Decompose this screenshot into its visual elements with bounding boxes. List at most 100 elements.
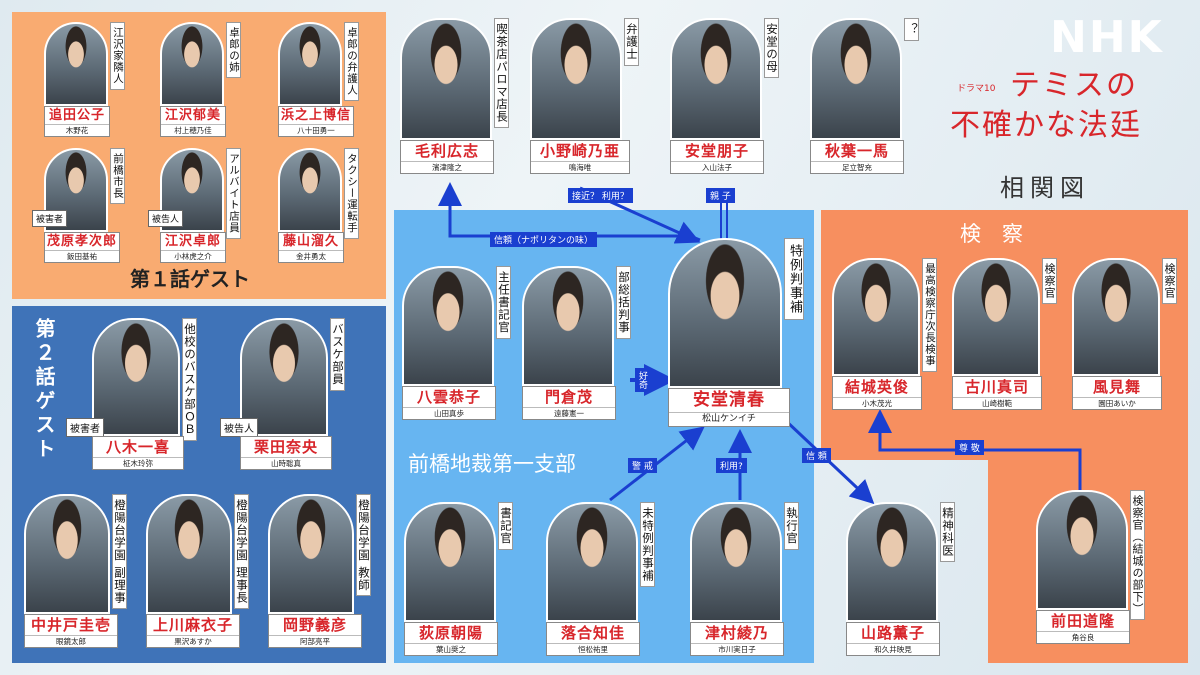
guest1-title: 第１話ゲスト: [130, 267, 250, 291]
actor-label: 八十田勇一: [297, 126, 335, 135]
victim-tag: 被害者: [66, 418, 104, 437]
relation-trust-napolitan: 信頼（ナポリタンの味）: [490, 232, 598, 247]
relation-caution: 警 戒: [628, 458, 657, 473]
prosecution-title: 検 察: [960, 222, 1023, 246]
name-plate: 前田道隆 角谷良: [1036, 610, 1130, 644]
name-plate: 津村綾乃 市川実日子: [690, 622, 784, 656]
chart-title: 相関図: [1000, 174, 1090, 202]
portrait-photo: [92, 318, 180, 436]
name-plate: 八木一喜 柾木玲弥: [92, 436, 184, 470]
person-card-tsumura: 執行官 津村綾乃 市川実日子: [690, 502, 810, 662]
role-label: 主任書記官: [496, 266, 511, 339]
name-label: 江沢卓郎: [161, 233, 225, 251]
name-plate: 岡野義彦 阿部亮平: [268, 614, 362, 648]
actor-label: 眼鏡太郎: [56, 637, 86, 646]
victim-tag: 被害者: [32, 210, 68, 227]
person-card-yagi: 他校のバスケ部ＯＢ 被害者 八木一喜 柾木玲弥: [66, 318, 212, 470]
person-card-kamikawa: 橙陽台学園 理事長 上川麻衣子 黒沢あすか: [146, 494, 256, 654]
name-plate: 落合知佳 恒松祐里: [546, 622, 640, 656]
actor-label: 阿部亮平: [300, 637, 330, 646]
actor-label: 山崎樹範: [982, 399, 1012, 408]
name-label: 浜之上博信: [279, 108, 353, 125]
relation-parent-child: 親 子: [706, 188, 735, 203]
name-plate: 江沢郁美 村上穂乃佳: [160, 106, 226, 137]
portrait-photo: [24, 494, 110, 614]
relation-respect: 尊 敬: [955, 440, 984, 455]
name-plate: 浜之上博信 八十田勇一: [278, 106, 354, 137]
role-label: タクシー運転手: [344, 148, 359, 239]
nhk-logo: NHK: [1050, 12, 1164, 63]
title-line1: テミスの: [1010, 68, 1138, 103]
name-label: 前田道隆: [1037, 611, 1129, 632]
portrait-photo: [1072, 258, 1160, 376]
role-label: 精神科医: [940, 502, 955, 562]
role-label: 安堂の母: [764, 18, 779, 78]
person-card-ogiwara: 書記官 荻原朝陽 葉山奨之: [404, 502, 524, 662]
name-label: 荻原朝陽: [405, 623, 497, 644]
portrait-photo: [668, 238, 782, 388]
role-label: 橙陽台学園 副理事: [112, 494, 127, 609]
name-label: 岡野義彦: [269, 615, 361, 636]
name-label: 安堂清春: [669, 389, 789, 413]
name-label: 毛利広志: [401, 141, 493, 162]
name-label: 門倉茂: [523, 387, 615, 408]
portrait-photo: [160, 22, 224, 106]
role-label: 橙陽台学園 教師: [356, 494, 371, 597]
name-label: 追田公子: [45, 107, 109, 125]
role-label: 検察官: [1042, 258, 1057, 304]
relation-interest: 好奇: [635, 368, 650, 392]
actor-label: 柾木玲弥: [123, 459, 153, 468]
actor-label: 恒松祐里: [578, 645, 608, 654]
name-plate: 門倉茂 遠藤憲一: [522, 386, 616, 420]
name-plate: 江沢卓郎 小林虎之介: [160, 232, 226, 263]
portrait-photo: [670, 18, 762, 140]
person-card-kazami: 検察官 風見舞 園田あいか: [1072, 258, 1190, 413]
name-plate: 山路薫子 和久井映見: [846, 622, 940, 656]
actor-label: 遠藤憲一: [554, 409, 584, 418]
role-label: 喫茶店パロマ店長: [494, 18, 509, 128]
role-label: 特例判事補: [784, 238, 804, 320]
person-card-akiba: ？ 秋葉一馬 足立智充: [810, 18, 930, 178]
actor-label: 山時聡真: [271, 459, 301, 468]
name-label: 中井戸圭壱: [25, 615, 117, 636]
role-label: 検察官: [1162, 258, 1177, 304]
role-label: 最高検察庁次長検事: [922, 258, 937, 372]
name-plate: 茂原孝次郎 飯田基祐: [44, 232, 120, 263]
portrait-photo: [832, 258, 920, 376]
court-title: 前橋地裁第一支部: [408, 452, 576, 476]
name-label: 上川麻衣子: [147, 615, 239, 636]
role-label: 検察官（結城の部下）: [1130, 490, 1145, 620]
portrait-photo: [400, 18, 492, 140]
role-label: 書記官: [498, 502, 513, 550]
name-plate: 追田公子 木野花: [44, 106, 110, 137]
portrait-photo: [278, 148, 342, 232]
actor-label: 濱津隆之: [432, 163, 462, 172]
actor-label: 鳴海唯: [568, 163, 592, 172]
person-card-ezawa-takuro: アルバイト店員 被告人 江沢卓郎 小林虎之介: [148, 148, 250, 263]
role-label: 卓郎の弁護人: [344, 22, 359, 101]
person-card-okano: 橙陽台学園 教師 岡野義彦 阿部亮平: [268, 494, 378, 654]
portrait-photo: [810, 18, 902, 140]
role-label: バスケ部員: [330, 318, 345, 391]
drama-slot: ドラマ10: [957, 84, 996, 94]
name-label: 八雲恭子: [403, 387, 495, 408]
name-plate: 藤山溜久 金井勇太: [278, 232, 344, 263]
portrait-photo: [546, 502, 638, 622]
actor-label: 村上穂乃佳: [174, 126, 212, 135]
name-label: 落合知佳: [547, 623, 639, 644]
actor-label: 山田真歩: [434, 409, 464, 418]
name-label: 結城英俊: [833, 377, 921, 398]
portrait-photo: [146, 494, 232, 614]
title-line2: 不確かな法廷: [950, 108, 1142, 143]
actor-label: 葉山奨之: [436, 645, 466, 654]
person-card-kadokura: 部総括判事 門倉茂 遠藤憲一: [522, 266, 642, 431]
person-card-hamanoue: 卓郎の弁護人 浜之上博信 八十田勇一: [278, 22, 368, 137]
portrait-photo: [1036, 490, 1128, 610]
actor-label: 松山ケンイチ: [702, 414, 756, 424]
name-plate: 毛利広志 濱津隆之: [400, 140, 494, 174]
actor-label: 小木茂光: [862, 399, 892, 408]
name-label: 江沢郁美: [161, 107, 225, 125]
portrait-photo: [404, 502, 496, 622]
name-label: 小野崎乃亜: [531, 141, 629, 162]
role-label: 卓郎の姉: [226, 22, 241, 78]
